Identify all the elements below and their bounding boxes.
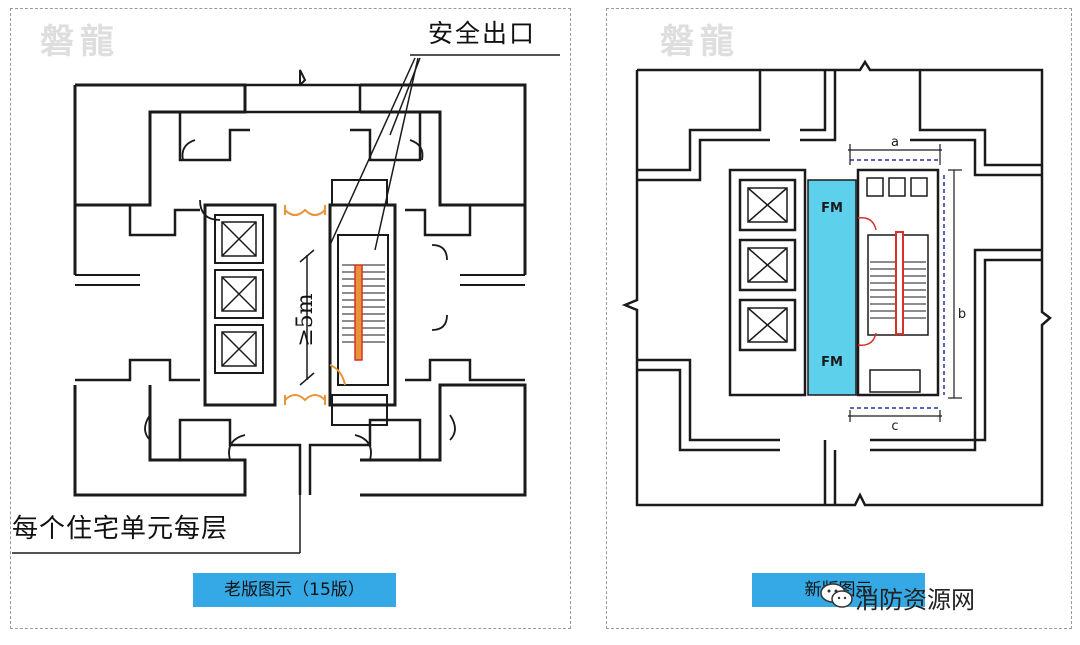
residential-unit-label: 每个住宅单元每层	[12, 514, 229, 544]
dimension-b: b	[958, 307, 966, 322]
fire-vestibule-fm	[807, 179, 857, 396]
wall-top-left	[75, 83, 247, 207]
safety-exit-label: 安全出口	[428, 19, 537, 48]
stair-handrail-old	[354, 264, 363, 361]
watermark-left: 磐龍	[40, 22, 120, 62]
dimension-c: c	[891, 419, 898, 434]
wall-bottom-right	[360, 383, 527, 497]
old-version-panel	[10, 8, 571, 629]
stair-handrail-new	[895, 231, 904, 335]
brand-name: 消防资源网	[855, 586, 975, 614]
dimension-label-old: ≥5m	[293, 293, 318, 346]
wall-bottom-left	[73, 385, 247, 497]
old-version-caption: 老版图示（15版）	[193, 573, 396, 607]
fm-top-label: FM	[821, 201, 843, 216]
wechat-icon	[820, 583, 853, 608]
watermark-right: 磐龍	[660, 22, 740, 62]
new-version-panel	[606, 8, 1072, 629]
dimension-a: a	[891, 135, 899, 150]
fm-bottom-label: FM	[821, 355, 843, 370]
